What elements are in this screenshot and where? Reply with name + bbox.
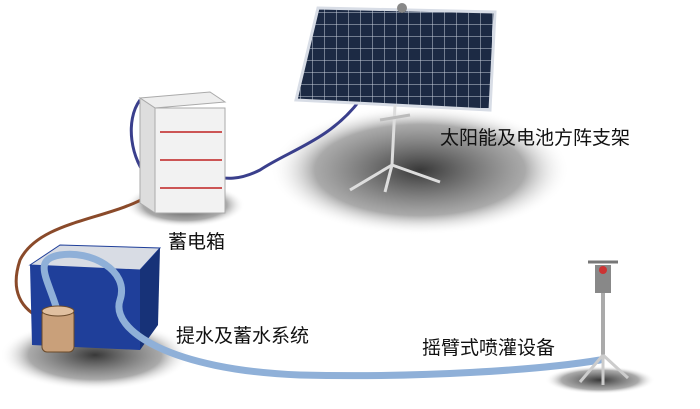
pump bbox=[41, 305, 75, 353]
sprinkler-shadow bbox=[545, 366, 655, 394]
cable-battery-pump bbox=[14, 193, 151, 322]
solar-shadow bbox=[270, 105, 570, 235]
solar-tripod bbox=[349, 104, 441, 193]
battery-cabinet bbox=[138, 91, 227, 214]
label-sprinkler: 摇臂式喷灌设备 bbox=[422, 337, 556, 359]
sprinkler bbox=[578, 260, 630, 385]
water-hose bbox=[40, 250, 604, 380]
label-battery-box: 蓄电箱 bbox=[168, 231, 226, 253]
label-solar-array: 太阳能及电池方阵支架 bbox=[440, 127, 631, 149]
cable-solar-battery bbox=[209, 99, 362, 180]
solar-panel bbox=[294, 3, 497, 112]
label-water-system: 提水及蓄水系统 bbox=[176, 325, 310, 347]
